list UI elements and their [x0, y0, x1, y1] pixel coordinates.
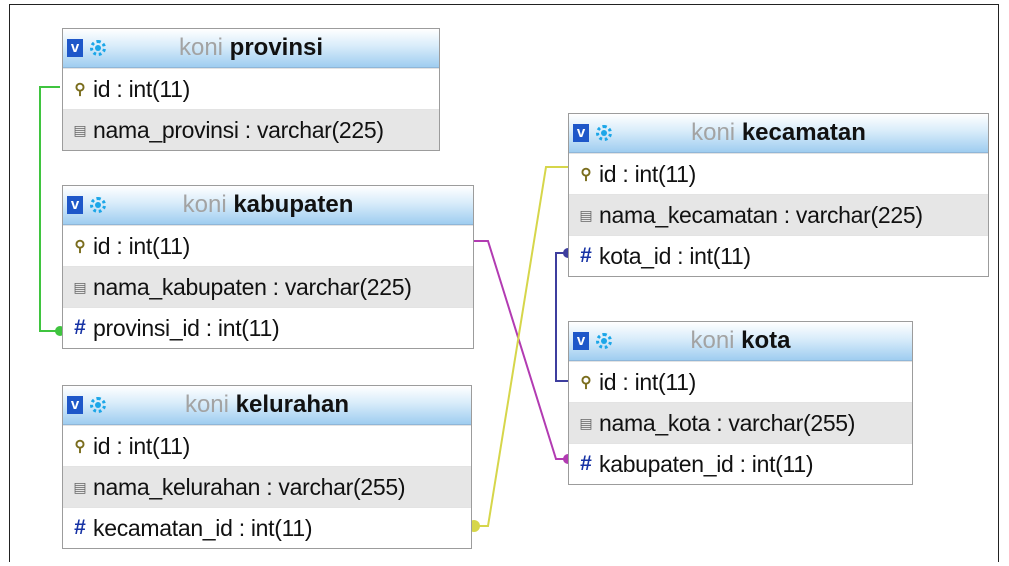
column-row[interactable]: ⚲ id : int(11) [63, 425, 471, 466]
hash-icon: # [580, 244, 592, 267]
gear-icon[interactable] [90, 397, 106, 413]
table-name: provinsi [229, 34, 324, 61]
column-label: id : int(11) [93, 75, 190, 102]
column-row[interactable]: ⚲ id : int(11) [63, 225, 473, 266]
table-kecamatan[interactable]: v koni kecamatan ⚲ id : int(11) ▤ nama_kec… [568, 113, 989, 277]
gear-icon[interactable] [596, 333, 612, 349]
toggle-columns-icon[interactable]: v [67, 396, 83, 414]
toggle-columns-icon[interactable]: v [67, 39, 83, 57]
column-icon: ▤ [73, 121, 87, 138]
database-name: koni [182, 191, 227, 218]
column-icon: ▤ [579, 414, 593, 431]
column-row[interactable]: ▤ nama_kelurahan : varchar(255) [63, 466, 471, 507]
table-title: koni kota [569, 322, 912, 360]
toggle-columns-icon[interactable]: v [573, 124, 589, 142]
column-label: nama_kota : varchar(255) [599, 409, 856, 436]
table-title: koni provinsi [63, 29, 439, 67]
primary-key-icon: ⚲ [74, 438, 86, 455]
column-label: provinsi_id : int(11) [93, 314, 280, 341]
column-row[interactable]: ⚲ id : int(11) [569, 153, 988, 194]
toggle-columns-icon[interactable]: v [573, 332, 589, 350]
hash-icon: # [580, 452, 592, 475]
primary-key-icon: ⚲ [580, 166, 592, 183]
relation-line-kabupaten-provinsi [39, 86, 60, 332]
primary-key-icon: ⚲ [74, 81, 86, 98]
column-row[interactable]: ⚲ id : int(11) [63, 68, 439, 109]
column-row[interactable]: # provinsi_id : int(11) [63, 307, 473, 348]
column-row[interactable]: ▤ nama_provinsi : varchar(225) [63, 109, 439, 150]
column-row[interactable]: ▤ nama_kecamatan : varchar(225) [569, 194, 988, 235]
column-icon: ▤ [579, 206, 593, 223]
table-name: kecamatan [741, 119, 866, 146]
column-label: id : int(11) [599, 160, 696, 187]
column-row[interactable]: # kabupaten_id : int(11) [569, 443, 912, 484]
table-provinsi[interactable]: v koni provinsi ⚲ id : int(11) ▤ nama_prov… [62, 28, 440, 151]
table-title: koni kabupaten [63, 186, 473, 224]
table-kabupaten[interactable]: v koni kabupaten ⚲ id : int(11) ▤ nama_kab… [62, 185, 474, 349]
database-name: koni [184, 391, 229, 418]
table-header[interactable]: v koni provinsi [63, 29, 439, 68]
column-label: kota_id : int(11) [599, 242, 751, 269]
table-header[interactable]: v koni kabupaten [63, 186, 473, 225]
relation-line-kecamatan-kota [555, 252, 568, 382]
canvas-frame [9, 4, 999, 562]
column-label: id : int(11) [599, 368, 696, 395]
gear-icon[interactable] [596, 125, 612, 141]
column-label: id : int(11) [93, 432, 190, 459]
column-row[interactable]: ▤ nama_kota : varchar(255) [569, 402, 912, 443]
hash-icon: # [74, 316, 86, 339]
table-header[interactable]: v koni kelurahan [63, 386, 471, 425]
table-header[interactable]: v koni kecamatan [569, 114, 988, 153]
column-label: nama_provinsi : varchar(225) [93, 116, 384, 143]
gear-icon[interactable] [90, 197, 106, 213]
primary-key-icon: ⚲ [74, 238, 86, 255]
column-label: nama_kecamatan : varchar(225) [599, 201, 923, 228]
column-icon: ▤ [73, 278, 87, 295]
relation-line-kelurahan-kecamatan [476, 166, 568, 527]
table-title: koni kelurahan [63, 386, 471, 424]
column-label: nama_kabupaten : varchar(225) [93, 273, 412, 300]
database-name: koni [178, 34, 223, 61]
database-name: koni [691, 119, 736, 146]
hash-icon: # [74, 516, 86, 539]
gear-icon[interactable] [90, 40, 106, 56]
column-label: nama_kelurahan : varchar(255) [93, 473, 406, 500]
table-title: koni kecamatan [569, 114, 988, 152]
table-kota[interactable]: v koni kota ⚲ id : int(11) ▤ nama_kota : v… [568, 321, 913, 485]
table-header[interactable]: v koni kota [569, 322, 912, 361]
table-name: kabupaten [233, 191, 354, 218]
column-row[interactable]: ▤ nama_kabupaten : varchar(225) [63, 266, 473, 307]
table-kelurahan[interactable]: v koni kelurahan ⚲ id : int(11) ▤ nama_kel… [62, 385, 472, 549]
primary-key-icon: ⚲ [580, 374, 592, 391]
table-name: kota [741, 327, 791, 354]
column-row[interactable]: ⚲ id : int(11) [569, 361, 912, 402]
column-label: id : int(11) [93, 232, 190, 259]
toggle-columns-icon[interactable]: v [67, 196, 83, 214]
database-name: koni [690, 327, 735, 354]
column-icon: ▤ [73, 478, 87, 495]
column-label: kecamatan_id : int(11) [93, 514, 313, 541]
table-name: kelurahan [235, 391, 350, 418]
column-row[interactable]: # kota_id : int(11) [569, 235, 988, 276]
column-label: kabupaten_id : int(11) [599, 450, 814, 477]
column-row[interactable]: # kecamatan_id : int(11) [63, 507, 471, 548]
